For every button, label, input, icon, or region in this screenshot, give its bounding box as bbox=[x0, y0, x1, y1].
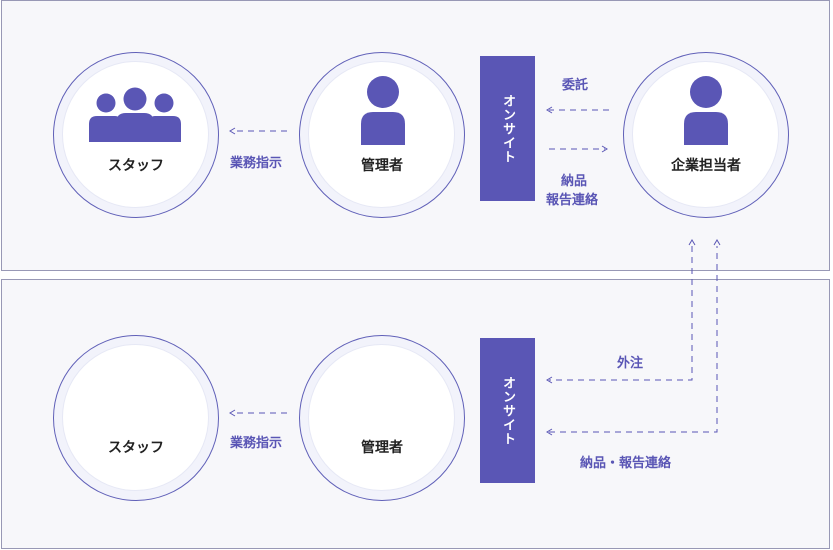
instruction-label-bottom: 業務指示 bbox=[230, 436, 283, 451]
onsite-label-top: オンサイト bbox=[500, 93, 515, 164]
commission-label: 委託 bbox=[562, 78, 589, 93]
onsite-box-bottom: オンサイト bbox=[480, 338, 535, 483]
person-icon bbox=[684, 76, 728, 145]
outsource-label: 外注 bbox=[617, 356, 644, 371]
delivery-connector-bottom bbox=[549, 246, 718, 433]
group-icon bbox=[89, 87, 181, 142]
staff-label-bottom: スタッフ bbox=[108, 440, 164, 456]
manager-label-bottom: 管理者 bbox=[361, 440, 403, 456]
manager-label-top: 管理者 bbox=[361, 158, 403, 174]
onsite-label-bottom: オンサイト bbox=[500, 375, 515, 446]
manager-circle-bottom bbox=[299, 335, 465, 501]
delivery-report-label: 納品・報告連絡 bbox=[580, 456, 672, 471]
staff-label-top: スタッフ bbox=[108, 158, 164, 174]
staff-circle-bottom bbox=[53, 335, 219, 501]
instruction-label-top: 業務指示 bbox=[230, 156, 283, 171]
onsite-box-top: オンサイト bbox=[480, 56, 535, 201]
client-label: 企業担当者 bbox=[671, 158, 741, 174]
delivery-label-line1: 納品 bbox=[561, 174, 588, 189]
outsource-connector bbox=[549, 246, 693, 381]
person-icon bbox=[361, 76, 405, 145]
delivery-label-line2: 報告連絡 bbox=[546, 193, 599, 208]
